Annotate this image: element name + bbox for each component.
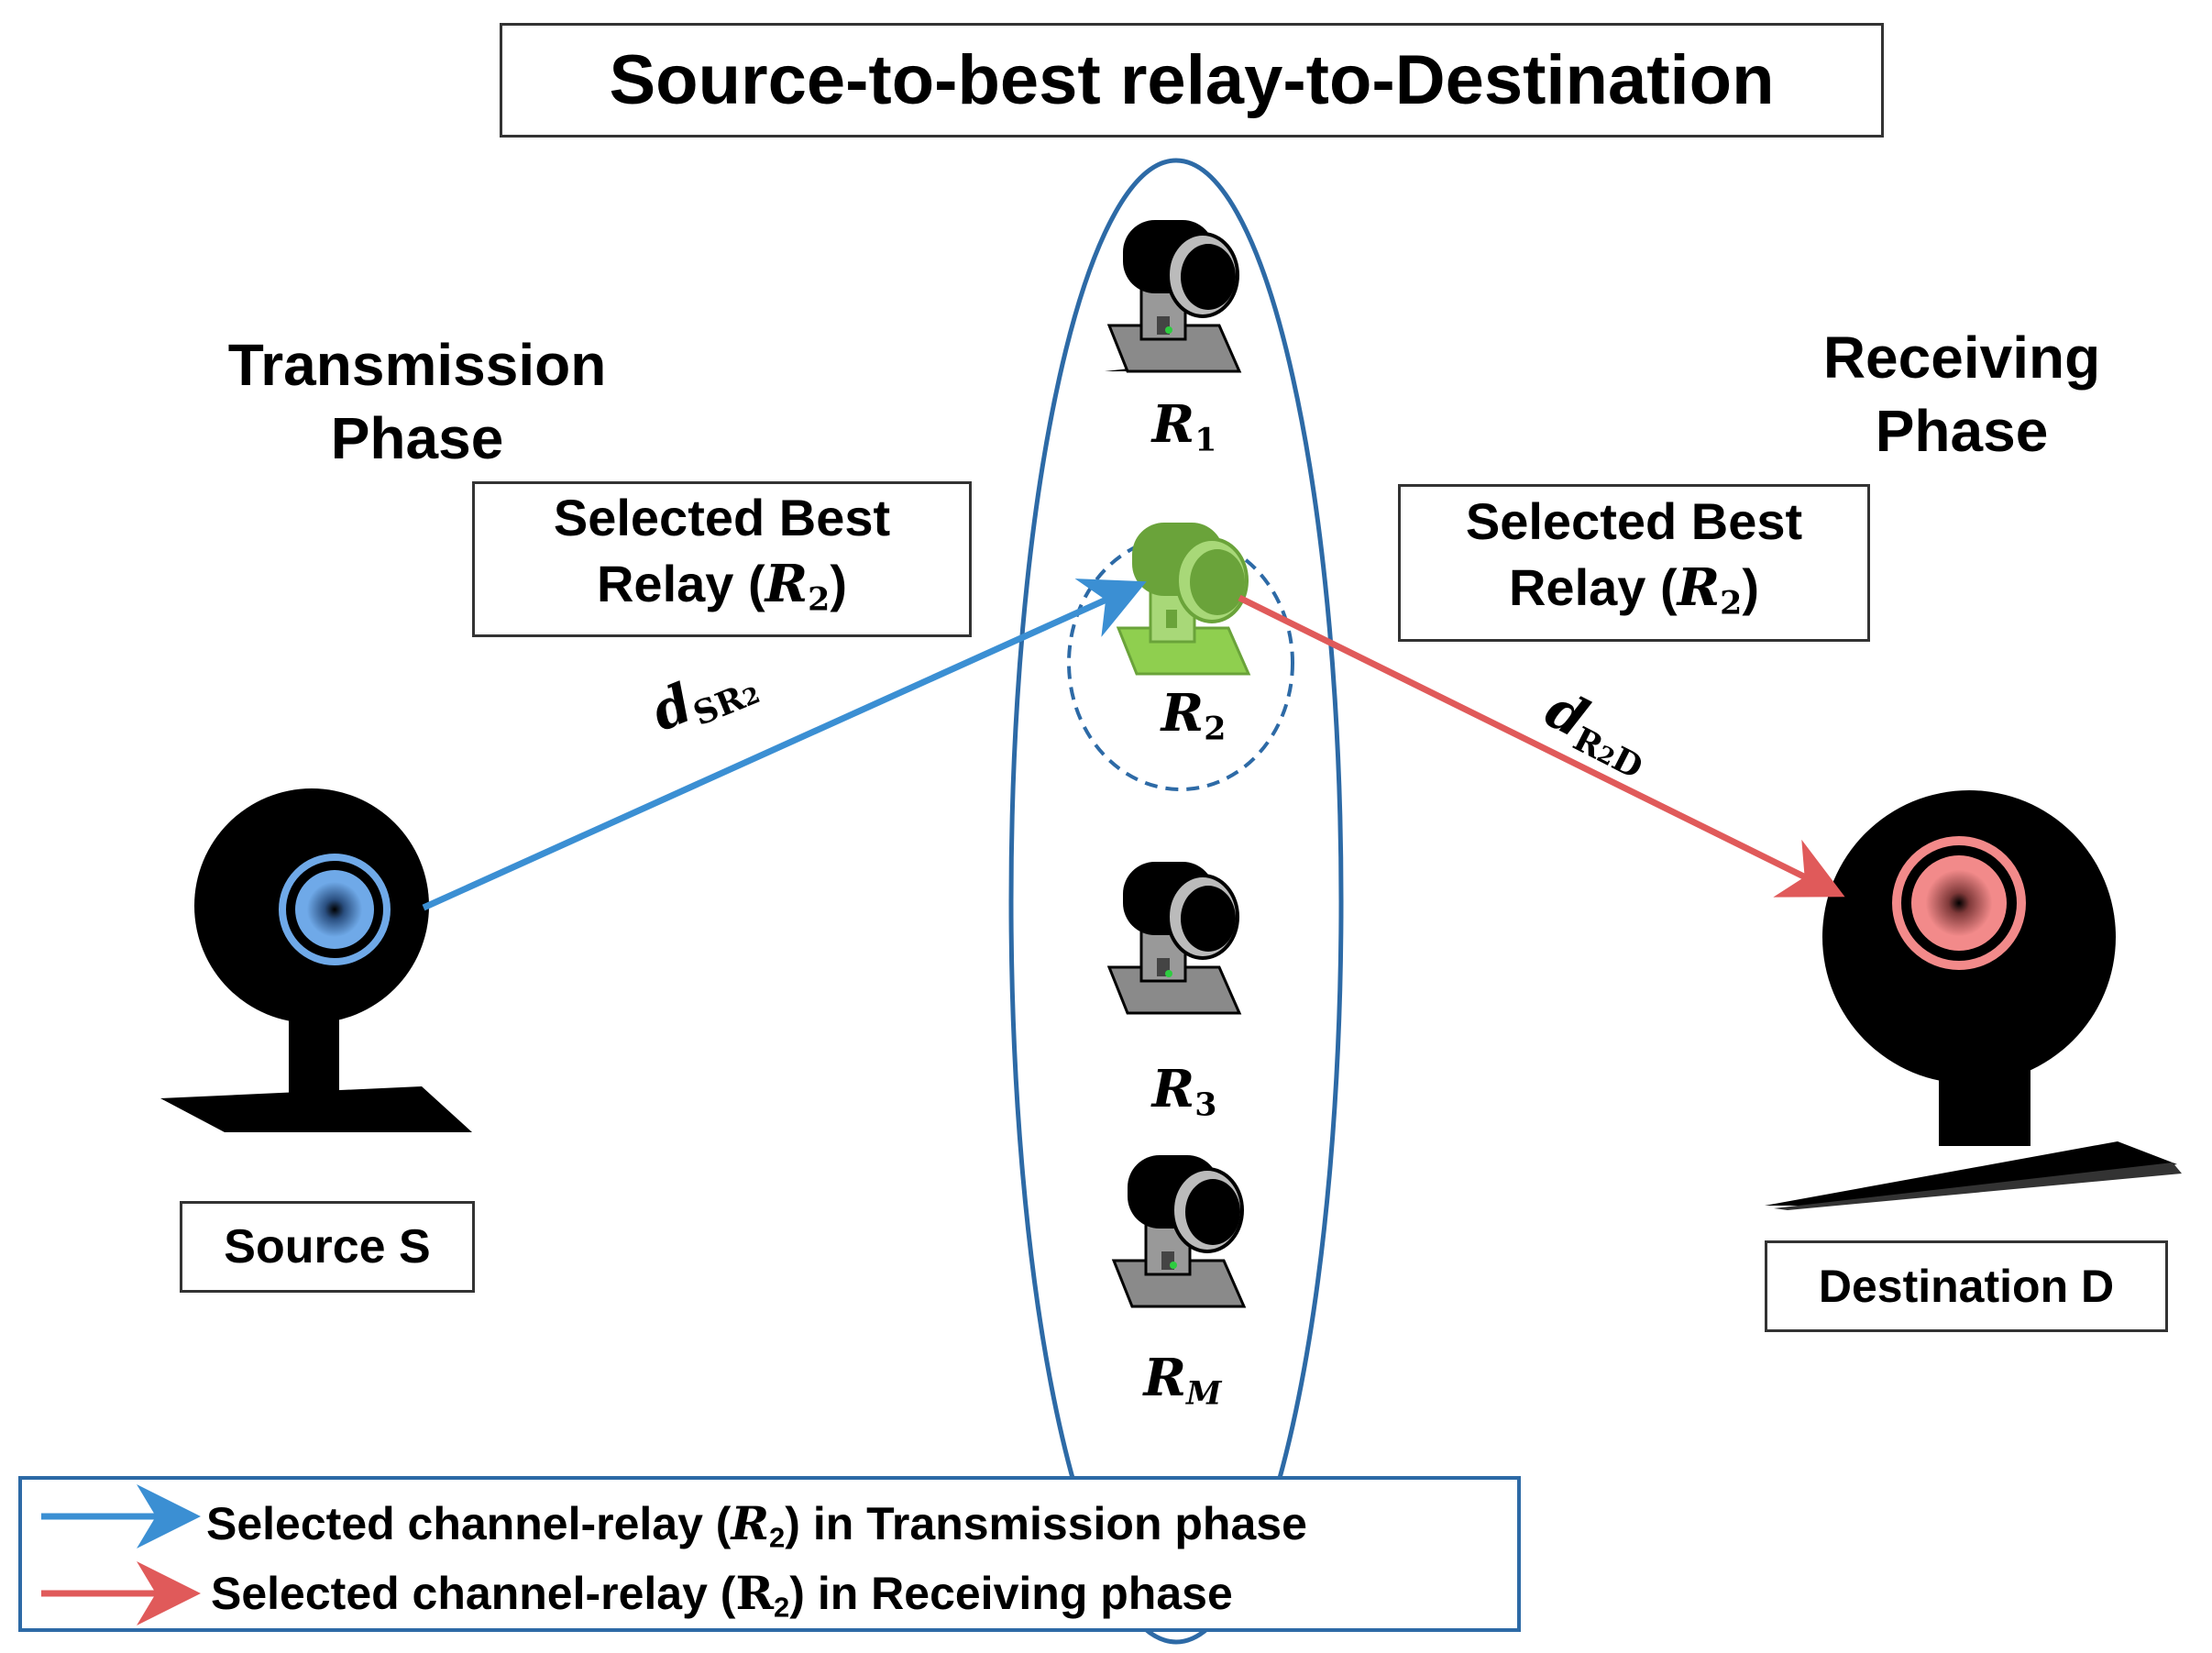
receiving-phase-line2: Phase <box>1875 398 2049 464</box>
relay-rm-label: RM <box>1143 1348 1222 1413</box>
relay-r2-label: R2 <box>1161 683 1227 748</box>
selected-best-right-line2: Relay (R2) <box>1508 557 1759 623</box>
transmission-phase-label: Transmission Phase <box>179 328 655 475</box>
source-label-box: Source S <box>180 1201 475 1293</box>
legend-row-transmission: Selected channel-relay (R2) in Transmiss… <box>206 1496 1307 1554</box>
selected-best-right-line1: Selected Best <box>1465 492 1803 551</box>
title-box: Source-to-best relay-to-Destination <box>500 23 1884 138</box>
legend-box <box>18 1476 1521 1632</box>
relay-r1-label: R1 <box>1151 394 1217 459</box>
transmission-arrow <box>422 579 1147 911</box>
destination-device-icon <box>1765 790 2182 1210</box>
relay-r2-icon <box>1116 523 1251 676</box>
relay-group-ellipse <box>1008 158 1344 1645</box>
transmission-phase-line1: Transmission <box>227 332 607 398</box>
selected-relay-dashed-ellipse <box>1067 534 1294 791</box>
transmission-phase-line2: Phase <box>330 405 504 471</box>
legend-row-receiving: Selected channel-relay (R2) in Receiving… <box>211 1566 1233 1624</box>
relay-rm-icon <box>1111 1155 1247 1308</box>
relay-r3-label: R3 <box>1151 1059 1217 1124</box>
page-title: Source-to-best relay-to-Destination <box>609 41 1775 119</box>
selected-best-relay-box-right: Selected Best Relay (R2) <box>1398 484 1870 642</box>
relay-r1-icon <box>1105 220 1242 373</box>
receiving-phase-line1: Receiving <box>1822 325 2101 391</box>
selected-best-left-line2: Relay (R2) <box>596 554 847 619</box>
selected-best-relay-box-left: Selected Best Relay (R2) <box>472 481 972 637</box>
destination-label-box: Destination D <box>1765 1240 2168 1332</box>
selected-best-left-line1: Selected Best <box>553 489 891 547</box>
destination-label: Destination D <box>1818 1261 2115 1312</box>
relay-r3-icon <box>1106 862 1242 1015</box>
receiving-arrow <box>1238 594 1845 898</box>
source-label: Source S <box>224 1220 431 1273</box>
receiving-phase-label: Receiving Phase <box>1769 321 2154 468</box>
source-device-icon <box>160 788 472 1132</box>
